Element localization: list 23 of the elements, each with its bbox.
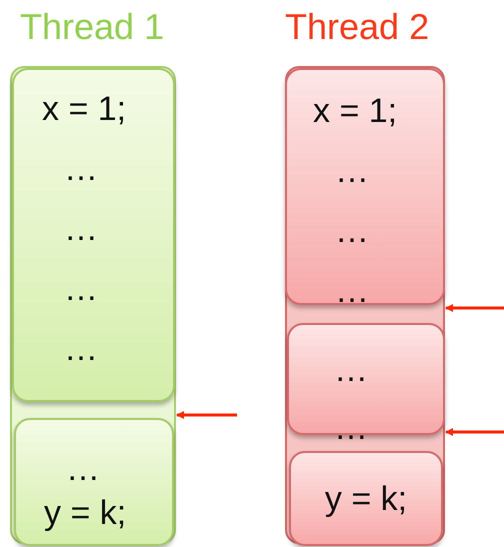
code-line: y = k;	[324, 480, 408, 518]
code-line: …	[335, 152, 369, 190]
code-line: x = 1;	[42, 90, 126, 128]
arrow	[445, 428, 504, 436]
code-line: …	[66, 450, 100, 488]
code-line: …	[64, 270, 98, 308]
code-line: …	[334, 409, 368, 447]
code-line: y = k;	[44, 494, 126, 532]
code-block	[289, 451, 443, 546]
code-line: …	[64, 150, 98, 188]
code-block	[285, 68, 445, 305]
code-line: …	[335, 272, 369, 310]
code-line: …	[64, 210, 98, 248]
code-line: …	[334, 351, 368, 389]
code-block	[12, 68, 175, 402]
code-line: …	[335, 212, 369, 250]
code-block	[14, 418, 174, 546]
arrow	[445, 304, 504, 312]
thread-heading: Thread 1	[20, 5, 164, 49]
code-line: …	[64, 330, 98, 368]
code-line: x = 1;	[313, 92, 398, 130]
arrow	[176, 411, 237, 419]
thread-heading: Thread 2	[285, 5, 430, 49]
